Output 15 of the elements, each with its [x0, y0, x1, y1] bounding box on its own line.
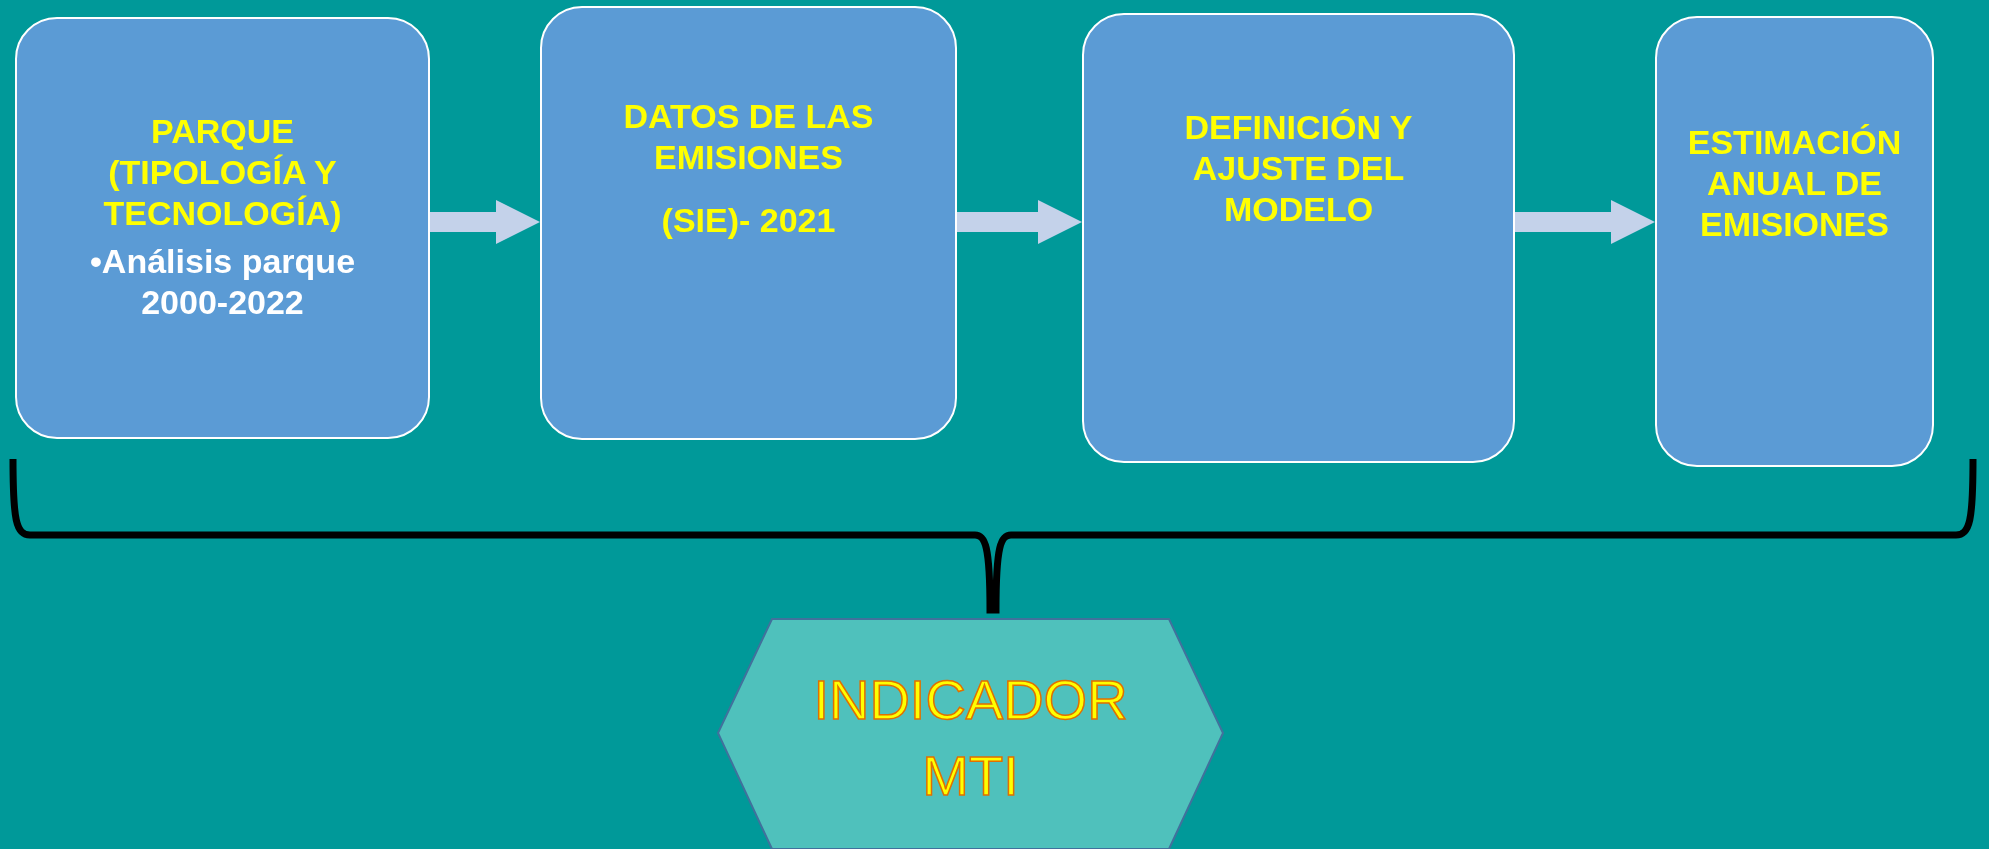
box-label: •Análisis parque 2000-2022 [88, 241, 357, 323]
process-box [1655, 16, 1934, 467]
box-label: PARQUE (TIPOLOGÍA Y TECNOLOGÍA) [102, 111, 343, 234]
box-label: DEFINICIÓN Y AJUSTE DEL MODELO [1183, 107, 1414, 230]
block-arrow [957, 200, 1082, 244]
process-box [1082, 13, 1515, 463]
hexagon-label: INDICADOR MTI [812, 667, 1129, 809]
box-label: (SIE)- 2021 [660, 199, 837, 241]
box-label: ESTIMACIÓN ANUAL DE EMISIONES [1686, 122, 1903, 245]
hexagon-shape [717, 618, 1224, 849]
block-arrow [430, 200, 540, 244]
process-box [540, 6, 957, 440]
box-label: DATOS DE LAS EMISIONES [622, 96, 875, 178]
block-arrow [1515, 200, 1655, 244]
process-box [15, 17, 430, 439]
